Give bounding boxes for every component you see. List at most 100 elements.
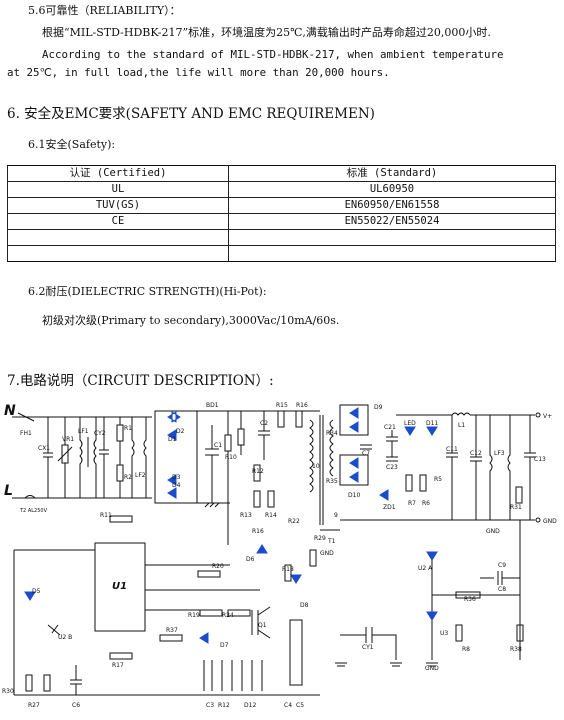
table-cell: EN55022/EN55024 — [228, 213, 556, 230]
table-row — [7, 229, 556, 246]
led-label: LED — [404, 420, 416, 427]
bd1-bridge — [154, 410, 198, 504]
section7-heading: 7.电路说明（CIRCUIT DESCRIPTION）: — [7, 373, 274, 389]
c5-electrolytic — [289, 619, 303, 686]
cy1-label: CY1 — [362, 644, 374, 651]
r35-label: R35 — [326, 478, 338, 485]
table-row — [7, 245, 556, 262]
pin10-label: 10 — [312, 463, 320, 470]
lf3-choke — [489, 415, 511, 520]
vplus-label: V+ — [543, 413, 552, 420]
r22-label: R22 — [288, 518, 300, 525]
d11-diode — [426, 426, 438, 436]
u1-label: U1 — [112, 581, 127, 592]
circuit-schematic: N L FH1 T2 AL250V CX1 VR1 LF1 CY2 R1 R2 … — [2, 402, 557, 709]
r10-label: R10 — [225, 454, 237, 461]
c7-capacitor — [360, 444, 372, 450]
reliability-en-line1: According to the standard of MIL-STD-HDB… — [42, 48, 504, 61]
r8-label: R8 — [462, 646, 470, 653]
d1-label: D1 — [168, 436, 177, 443]
r12b-label: R12 — [218, 702, 230, 709]
table-header-standard: 标准 (Standard) — [228, 165, 556, 182]
cx1-capacitor — [43, 417, 53, 498]
r11-resistor — [237, 428, 245, 446]
r16-resistor — [295, 410, 303, 428]
table-row: TUV(GS) EN60950/EN61558 — [7, 197, 556, 214]
c2-capacitor — [258, 411, 270, 460]
c2-label: C2 — [260, 420, 268, 427]
c3-label: C3 — [206, 702, 214, 709]
section6-heading: 6. 安全及EMC要求(SAFETY AND EMC REQUIREMEN) — [7, 106, 375, 122]
r1-resistor — [116, 424, 124, 442]
reliability-en-line2: at 25℃, in full load,the life will more … — [7, 66, 390, 79]
u3-label: U3 — [440, 630, 448, 637]
table-cell: UL — [7, 181, 229, 198]
r5-label: R5 — [434, 476, 442, 483]
c13-label: C13 — [534, 456, 546, 463]
table-row: UL UL60950 — [7, 181, 556, 198]
c9-capacitor — [480, 571, 520, 585]
r13-resistor — [253, 490, 261, 508]
d3-label: D3 — [172, 474, 181, 481]
d7-label: D7 — [220, 642, 229, 649]
r30-resistor — [25, 674, 33, 692]
lf1-choke — [79, 417, 97, 498]
u3-regulator — [426, 611, 438, 621]
r15-label: R15 — [276, 402, 288, 409]
t1-core — [319, 415, 324, 525]
r16-label: R16 — [296, 402, 308, 409]
r7-label: R7 — [408, 500, 416, 507]
table-cell: EN60950/EN61558 — [228, 197, 556, 214]
r14-resistor — [267, 490, 275, 508]
d2-label: D2 — [176, 428, 185, 435]
r12-label: R12 — [252, 468, 264, 475]
c12-capacitor — [470, 415, 482, 520]
c7-label: C7 — [362, 450, 370, 457]
table-header-certified: 认证 (Certified) — [7, 165, 229, 182]
bridge-diodes — [167, 429, 177, 499]
r11-label: R11 — [100, 512, 112, 519]
r15-resistor — [277, 410, 285, 428]
table-cell — [228, 245, 556, 262]
c6-label: C6 — [72, 702, 80, 709]
c1-capacitor — [205, 425, 219, 503]
r17-label: R17 — [112, 662, 124, 669]
d6-diode — [256, 544, 268, 554]
r34-label: R34 — [326, 430, 338, 437]
r11b-resistor — [109, 515, 133, 523]
chassis-ground-icon — [204, 502, 220, 508]
r20-label: R20 — [212, 563, 224, 570]
gnd1-label: GND — [320, 550, 334, 557]
vr1-leads — [57, 417, 73, 498]
r13-label: R13 — [240, 512, 252, 519]
fh1-label: FH1 — [20, 430, 32, 437]
d9-label: D9 — [374, 404, 383, 411]
r20-resistor — [197, 570, 221, 578]
ground-icon — [426, 662, 438, 667]
r31-resistor — [515, 486, 523, 504]
hipot-heading: 6.2耐压(DIELECTRIC STRENGTH)(Hi-Pot): — [28, 285, 267, 298]
input-l-label: L — [4, 483, 13, 499]
vr1-label: VR1 — [62, 436, 74, 443]
table-cell: UL60950 — [228, 181, 556, 198]
c4-label: C4 — [284, 702, 292, 709]
table-header-row: 认证 (Certified) 标准 (Standard) — [7, 165, 556, 182]
pin9-label: 9 — [334, 512, 338, 519]
d10-package — [339, 454, 369, 486]
r12-resistor — [253, 464, 261, 482]
gnd-out-terminal — [535, 517, 541, 523]
r6-resistor — [419, 474, 427, 492]
table-cell: TUV(GS) — [7, 197, 229, 214]
r18-resistor — [284, 564, 292, 582]
d6-label: D6 — [246, 556, 255, 563]
d12-label: D12 — [244, 702, 256, 709]
cy2-label: CY2 — [94, 430, 106, 437]
c11-capacitor — [446, 415, 458, 520]
reliability-heading: 5.6可靠性（RELIABILITY）： — [28, 4, 181, 17]
d5-label: D5 — [32, 588, 41, 595]
r24-label: R24 — [222, 612, 234, 619]
r37-resistor — [159, 634, 183, 642]
ground-symbols — [335, 662, 402, 667]
r29-label: R29 — [314, 535, 326, 542]
r8-resistor — [455, 624, 463, 642]
